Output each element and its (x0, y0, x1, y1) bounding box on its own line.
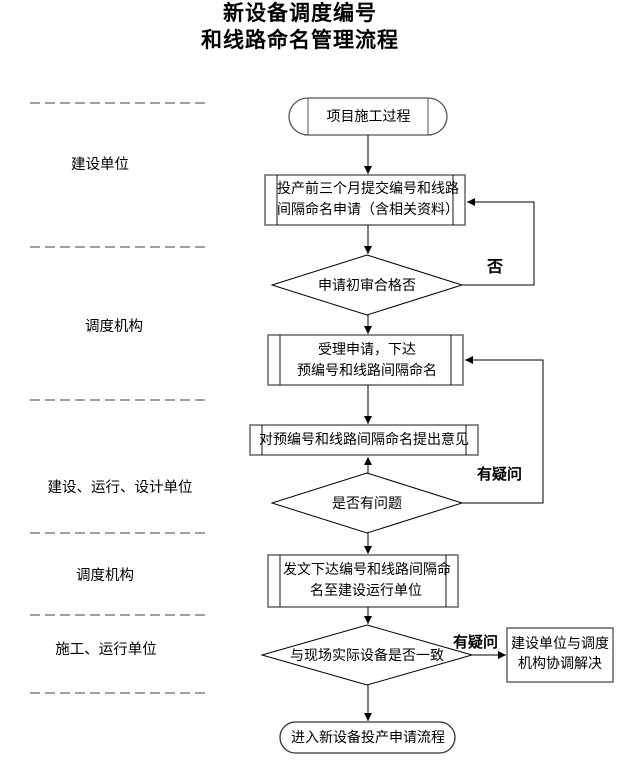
consistent-diamond-shape (260, 624, 474, 686)
submit-node-label: 投产前三个月提交编号和线路 间隔命名申请（含相关资料） (276, 179, 460, 221)
problem-diamond-shape (270, 472, 464, 534)
page-title-line2: 和线路命名管理流程 (201, 28, 399, 52)
connectors (364, 135, 544, 721)
lane-label-construction-operation-design: 建设、运行、设计单位 (47, 480, 193, 496)
edge-problem-doubt-loop (462, 356, 544, 504)
end-terminator-shape (279, 721, 456, 754)
issue-node-label: 发文下达编号和线路间隔命 名至建设运行单位 (283, 560, 451, 602)
opinion-node-label: 对预编号和线路间隔命名提出意见 (259, 433, 469, 448)
submit-box-shape (264, 174, 466, 226)
issue-box-bars (279, 555, 447, 607)
edge-review-no-loop (462, 198, 535, 286)
page-title: 新设备调度编号 和线路命名管理流程 (0, 0, 600, 54)
lane-label-construction-unit: 建设单位 (71, 157, 129, 173)
coordinate-node-line2: 机构协调解决 (518, 657, 602, 672)
submit-box-bars (276, 175, 454, 225)
coordinate-box-rect (506, 627, 614, 683)
lane-label-dispatch-agency-2: 调度机构 (76, 568, 134, 584)
accept-node-line1: 受理申请，下达 (318, 343, 416, 358)
issue-box-shape (267, 554, 459, 608)
submit-box-rect (264, 174, 466, 226)
edge-label-doubt-1: 有疑问 (477, 467, 523, 483)
swimlane-dividers (30, 102, 205, 694)
edge-label-doubt-2: 有疑问 (453, 635, 499, 651)
start-terminator-shape (288, 97, 448, 136)
consistent-diamond-label: 与现场实际设备是否一致 (290, 649, 444, 664)
opinion-box-shape (249, 424, 479, 456)
start-terminator-arcs (288, 97, 448, 136)
lane-label-construction-operation-unit: 施工、运行单位 (55, 642, 157, 658)
opinion-box-rect (249, 424, 479, 456)
issue-node-line2: 名至建设运行单位 (310, 584, 422, 599)
accept-node-line2: 预编号和线路间隔命名 (297, 364, 437, 379)
coordinate-node-line1: 建设单位与调度 (511, 637, 609, 652)
start-node-label: 项目施工过程 (326, 110, 411, 125)
opinion-box-bars (261, 425, 467, 455)
page-title-line1: 新设备调度编号 (223, 1, 377, 25)
accept-box-bars (279, 335, 452, 385)
end-node-label: 进入新设备投产申请流程 (291, 731, 445, 746)
submit-node-line1: 投产前三个月提交编号和线路 (277, 182, 459, 197)
issue-node-line1: 发文下达编号和线路间隔命 (283, 563, 451, 578)
coordinate-node-label: 建设单位与调度 机构协调解决 (510, 635, 610, 675)
submit-node-line2: 间隔命名申请（含相关资料） (277, 203, 459, 218)
lane-label-dispatch-agency-1: 调度机构 (85, 319, 143, 335)
accept-box-shape (267, 334, 464, 386)
accept-box-rect (267, 334, 464, 386)
problem-diamond-label: 是否有问题 (332, 497, 402, 512)
start-terminator-seams (307, 98, 429, 135)
issue-box-rect (267, 554, 459, 608)
review-diamond-shape (270, 254, 464, 316)
accept-node-label: 受理申请，下达 预编号和线路间隔命名 (283, 340, 451, 382)
review-diamond-label: 申请初审合格否 (318, 279, 416, 294)
edge-label-no: 否 (487, 259, 504, 276)
